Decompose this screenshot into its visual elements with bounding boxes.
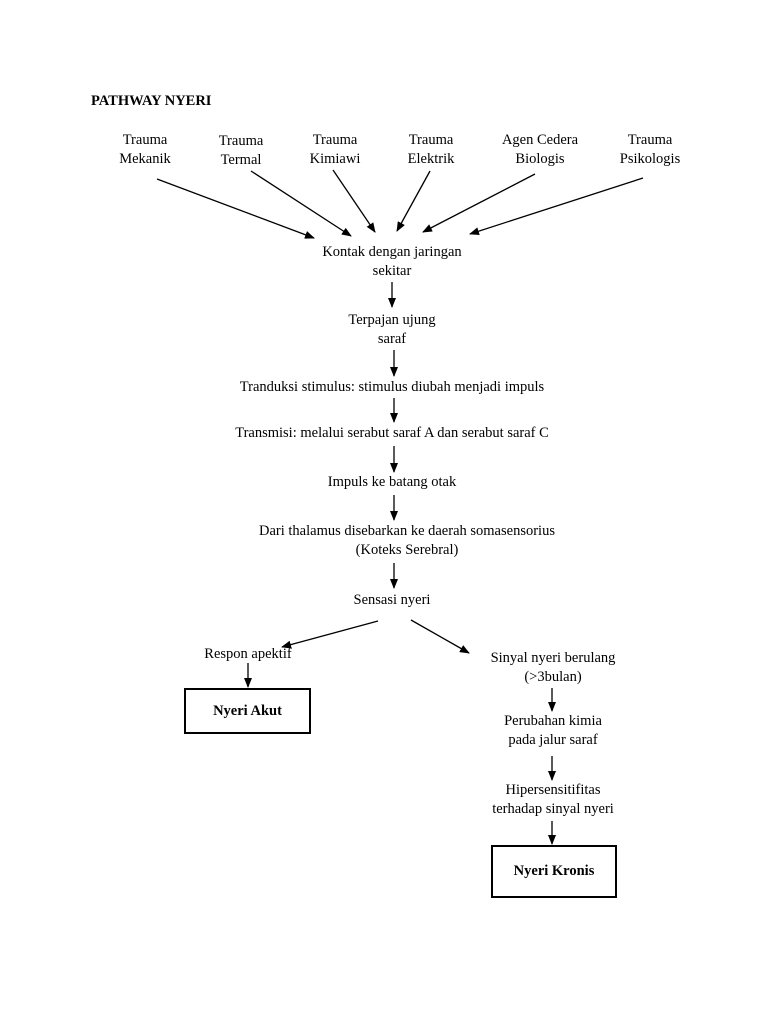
node-sensasi-nyeri: Sensasi nyeri <box>353 592 431 608</box>
node-impuls-batang-otak: Impuls ke batang otak <box>327 474 457 490</box>
arrow-elektrik-to-kontak <box>396 170 431 232</box>
node-tranduksi-stimulus: Tranduksi stimulus: stimulus diubah menj… <box>239 379 545 395</box>
arrow-sensasi-to-respon <box>281 620 379 649</box>
diagram-title: PATHWAY NYERI <box>91 93 212 109</box>
arrow-mekanik-to-kontak <box>156 178 315 239</box>
node-sinyal-nyeri-berulang: Sinyal nyeri berulang(>3bulan) <box>490 650 616 685</box>
box-nyeri-kronis: Nyeri Kronis <box>491 845 617 898</box>
arrow-biologis-to-kontak <box>422 173 536 233</box>
box-nyeri-akut: Nyeri Akut <box>184 688 311 734</box>
node-respon-apektif: Respon apektif <box>204 646 292 662</box>
arrow-kimiawi-to-kontak <box>332 169 376 233</box>
arrow-termal-to-kontak <box>250 170 352 237</box>
node-thalamus: Dari thalamus disebarkan ke daerah somas… <box>259 523 555 558</box>
node-transmisi: Transmisi: melalui serabut saraf A dan s… <box>235 425 549 441</box>
arrow-psikologis-to-kontak <box>469 177 644 236</box>
arrow-sensasi-to-sinyal <box>410 619 470 654</box>
